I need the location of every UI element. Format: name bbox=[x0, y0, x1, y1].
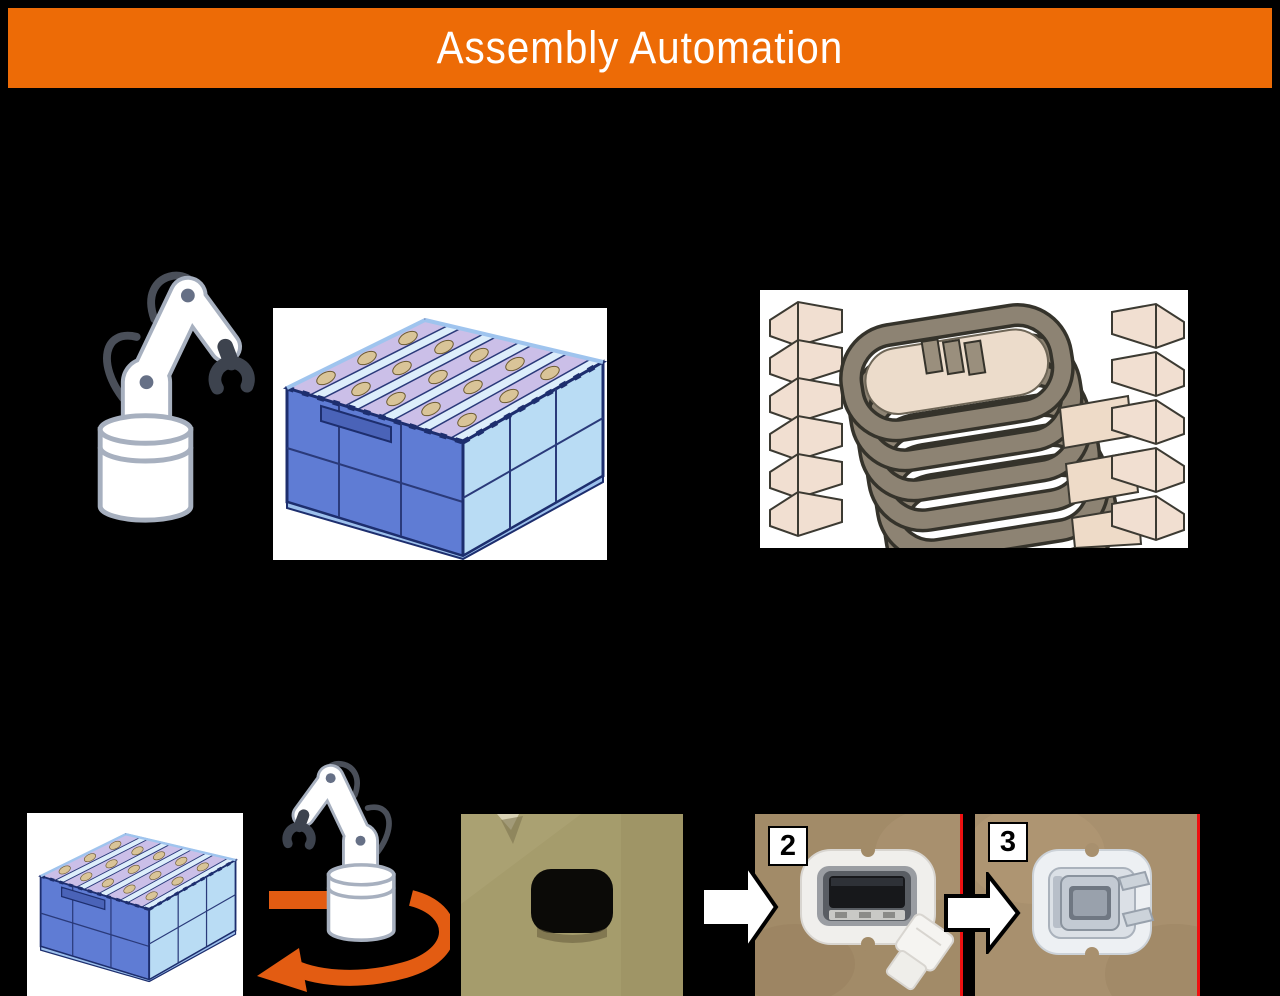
stacked-parts-image bbox=[760, 290, 1188, 548]
clip-part bbox=[885, 913, 955, 991]
slide-title: Assembly Automation bbox=[436, 22, 844, 73]
blue-parts-crate-image bbox=[273, 308, 607, 560]
punched-hole bbox=[531, 869, 613, 933]
red-edge-marker bbox=[1197, 814, 1200, 996]
robot-arm-icon bbox=[95, 262, 263, 528]
title-banner: Assembly Automation bbox=[8, 8, 1272, 88]
rotating-robot-arm-icon bbox=[245, 750, 455, 996]
step3-assembled-photo: 3 bbox=[975, 814, 1200, 996]
right-arrow-icon bbox=[700, 857, 780, 957]
blue-parts-crate-small-image bbox=[27, 813, 243, 996]
rotation-arrow-head bbox=[257, 948, 307, 992]
rotation-arrow-arc bbox=[283, 890, 455, 986]
step1-cardboard-hole-photo bbox=[461, 814, 683, 996]
step2-grommet-photo: 2 bbox=[755, 814, 963, 996]
step-2-label: 2 bbox=[768, 826, 808, 866]
right-arrow-icon bbox=[944, 869, 1022, 957]
step-3-label: 3 bbox=[988, 822, 1028, 862]
